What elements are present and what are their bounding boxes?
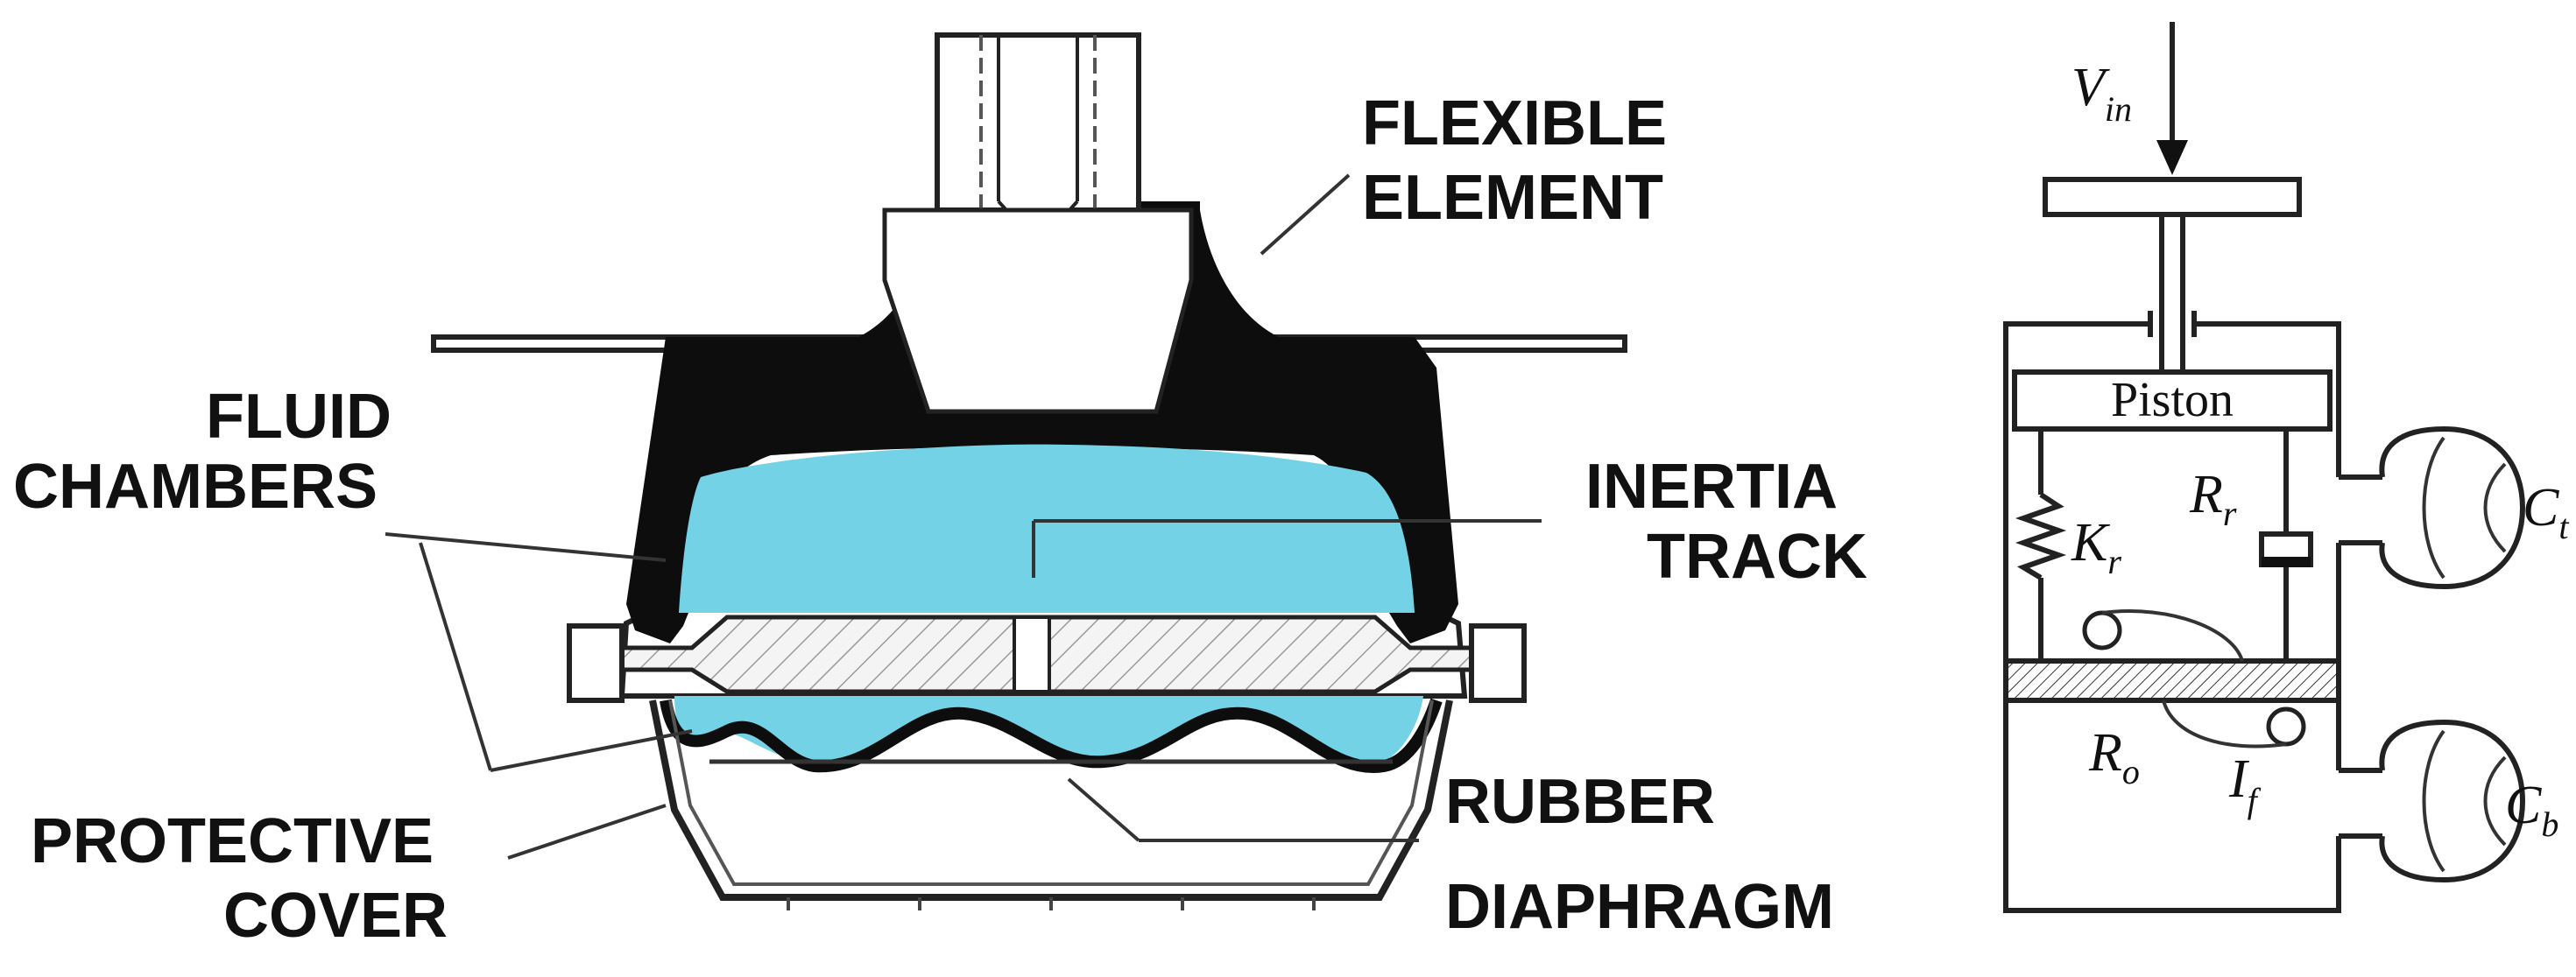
label-protective-cover-1: PROTECTIVE (31, 806, 434, 876)
label-inertia-track-2: TRACK (1647, 522, 1867, 592)
label-inertia-track-1: INERTIA (1585, 452, 1838, 522)
right-clamp (1469, 623, 1527, 703)
label-kr: Kr (2071, 513, 2121, 581)
upper-fluid-chamber (679, 444, 1415, 613)
protective-cover (649, 699, 1453, 910)
damper-rr (2259, 429, 2313, 661)
label-vin: Vin (2071, 58, 2132, 129)
left-clamp (567, 623, 625, 703)
core-insert (882, 207, 1194, 414)
lower-loop-icon (2266, 706, 2306, 747)
label-rubber-diaphragm-1: RUBBER (1445, 767, 1715, 837)
leader-lines (385, 173, 1542, 860)
label-if: If (2228, 749, 2262, 820)
inertia-track-channel (1013, 615, 1051, 693)
mount-cross-section: FLEXIBLE ELEMENT FLUID CHAMBERS INERTIA … (13, 32, 1867, 951)
lower-fluid-chamber (674, 696, 1423, 763)
inertia-track-partition (2003, 658, 2341, 703)
input-arrow-icon (2156, 140, 2188, 175)
label-fluid-chambers-2: CHAMBERS (13, 452, 378, 522)
label-ct: Ct (2523, 478, 2569, 546)
piston-label: Piston (2111, 373, 2234, 427)
input-plate (2043, 177, 2302, 217)
compliance-ct (2339, 425, 2526, 590)
label-rr: Rr (2189, 465, 2237, 533)
upper-loop-icon (2082, 610, 2122, 650)
label-fluid-chambers-1: FLUID (206, 382, 392, 452)
lumped-model: Vin Piston Kr Rr (2003, 22, 2569, 913)
piston (2012, 369, 2333, 432)
label-flexible-element-2: ELEMENT (1362, 163, 1663, 233)
housing-right-top (2194, 321, 2341, 477)
label-flexible-element-1: FLEXIBLE (1362, 88, 1667, 158)
housing-left (2003, 321, 2341, 913)
compliance-cb (2339, 719, 2526, 883)
flexible-element (626, 201, 1458, 643)
label-cb: Cb (2505, 776, 2558, 844)
label-protective-cover-2: COVER (223, 881, 448, 951)
spring-kr (2015, 429, 2067, 661)
label-ro: Ro (2088, 723, 2140, 791)
label-rubber-diaphragm-2: DIAPHRAGM (1445, 872, 1834, 942)
